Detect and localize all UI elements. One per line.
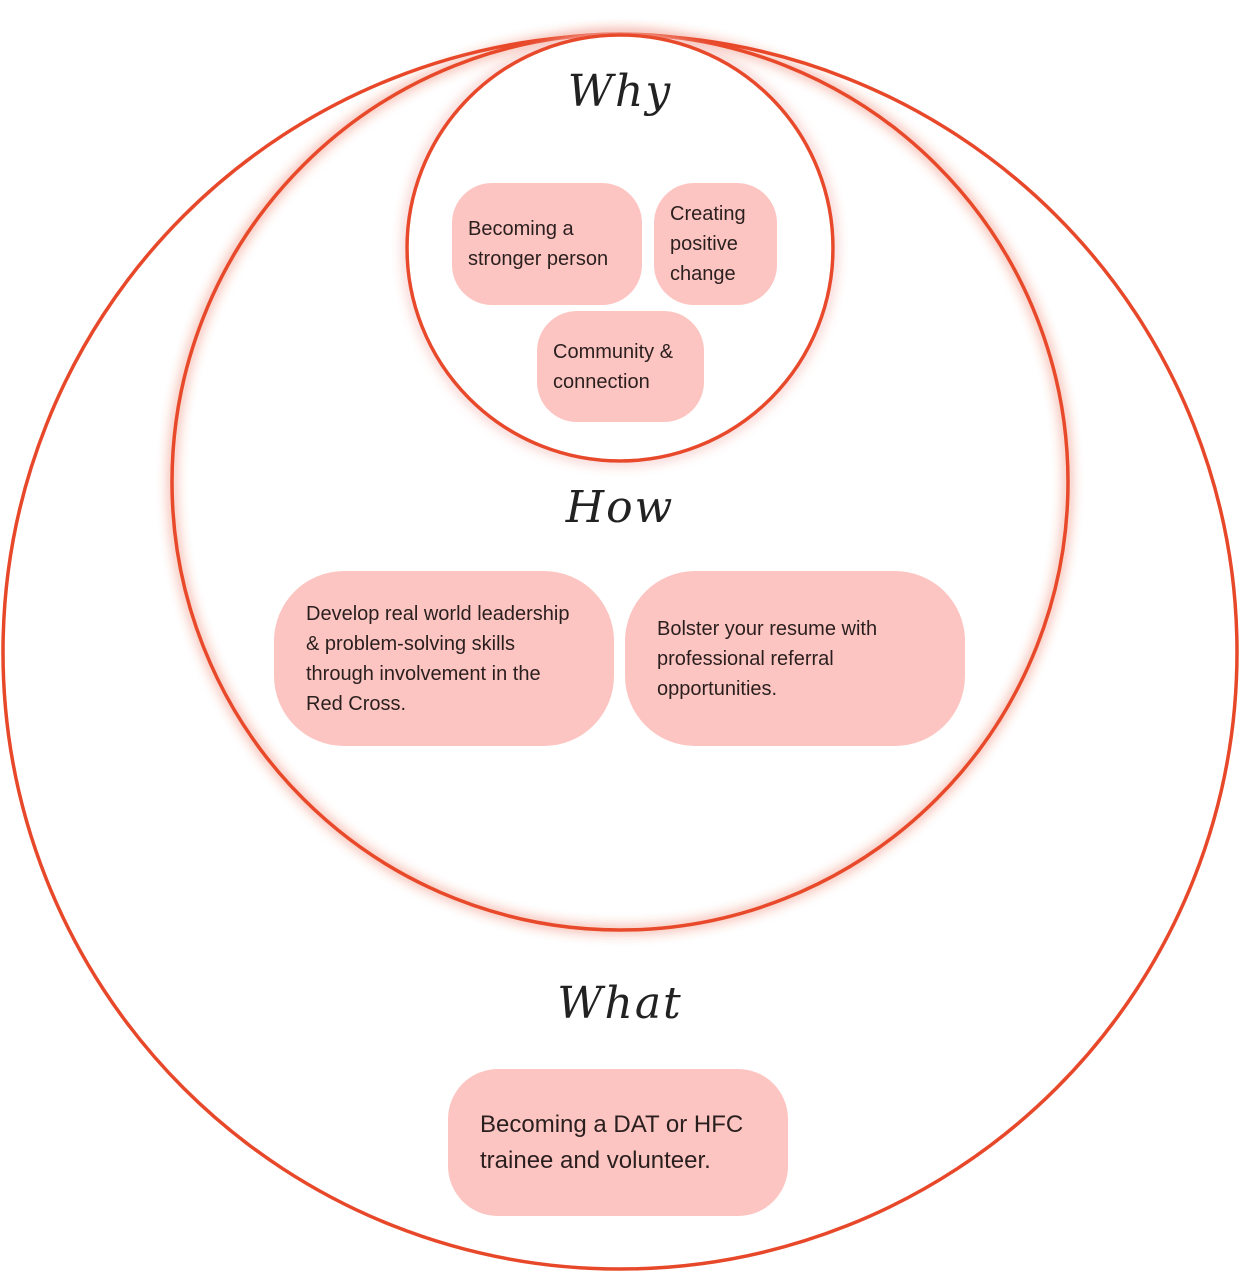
- what-item-trainee: Becoming a DAT or HFC trainee and volunt…: [448, 1069, 788, 1216]
- how-heading: How: [565, 482, 675, 533]
- why-item-label: Community & connection: [553, 340, 674, 393]
- why-item-stronger-person: Becoming a stronger person: [452, 183, 642, 305]
- how-item-label: Develop real world leadership & problem-…: [306, 602, 570, 715]
- what-item-label: Becoming a DAT or HFC trainee and volunt…: [480, 1110, 744, 1174]
- why-item-positive-change: Creating positive change: [654, 183, 777, 305]
- why-item-label: Becoming a stronger person: [468, 218, 609, 270]
- what-heading: What: [557, 978, 683, 1029]
- how-item-label: Bolster your resume with professional re…: [657, 617, 878, 700]
- how-item-resume: Bolster your resume with professional re…: [625, 571, 965, 746]
- how-item-leadership: Develop real world leadership & problem-…: [274, 571, 614, 746]
- why-heading: Why: [567, 66, 673, 117]
- why-item-community: Community & connection: [537, 311, 704, 422]
- why-item-label: Creating positive change: [670, 203, 746, 285]
